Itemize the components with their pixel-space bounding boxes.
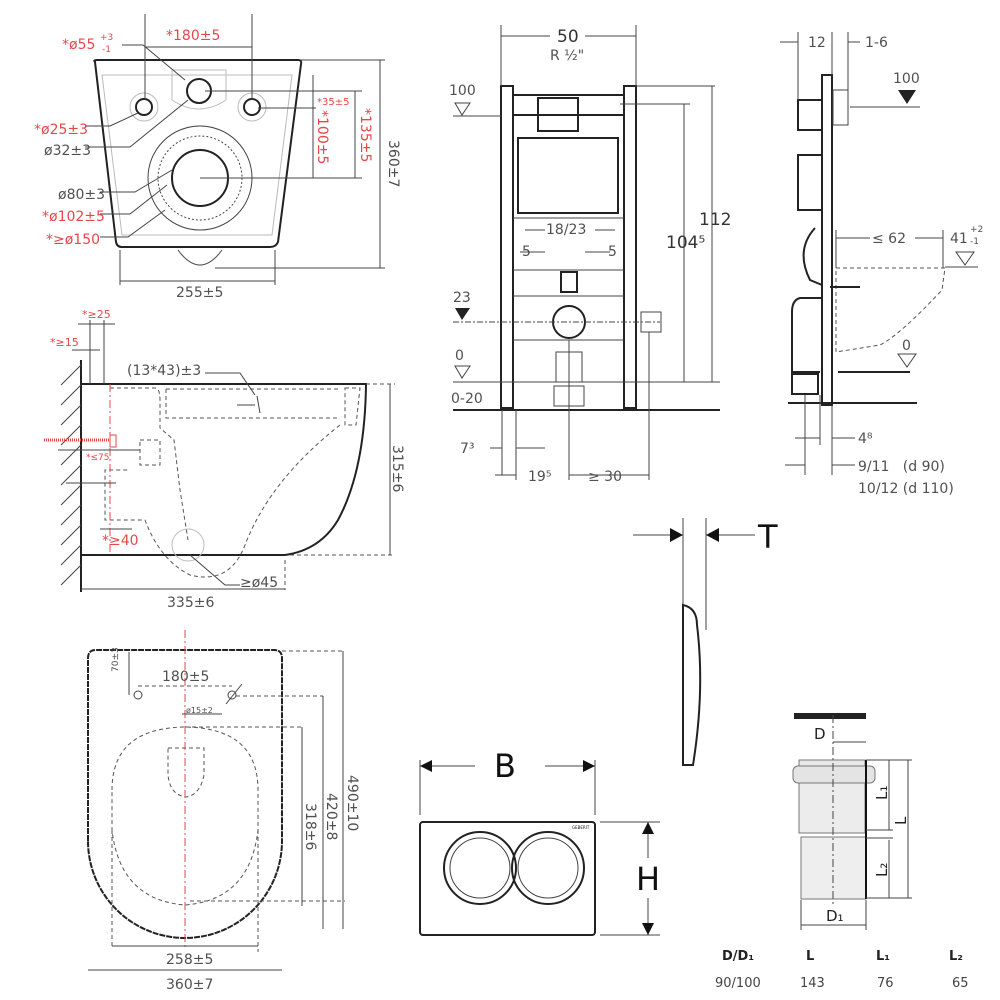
frame-side-drawing: 12 1-6 100 ≤ 62 41 +2 -1 0 4⁸ 9/11 (d 90… bbox=[780, 32, 983, 497]
side-view-drawing: *≥25 *≥15 (13*43)±3 *≤75 *≥40 ≥ø45 335±6… bbox=[44, 308, 405, 611]
dim-span-180: *180±5 bbox=[166, 28, 220, 44]
level-100: 100 bbox=[449, 83, 476, 99]
flush-button-left bbox=[443, 831, 517, 905]
level-0: 0 bbox=[455, 348, 464, 364]
table-header: L₁ bbox=[876, 949, 890, 964]
dim-4-8: 4⁸ bbox=[858, 431, 873, 447]
flush-button-right bbox=[511, 831, 585, 905]
table-header: D/D₁ bbox=[722, 949, 754, 964]
top-view-drawing: 70±3 180±5 ø15±2 318±6 420±8 490±10 258±… bbox=[87, 630, 360, 993]
table-cell: 65 bbox=[952, 976, 969, 991]
plate-front bbox=[419, 821, 596, 936]
brand-logo: GEBERIT bbox=[572, 825, 590, 830]
plate-front-drawing: B H GEBERIT bbox=[419, 747, 660, 936]
level-0-side: 0 bbox=[902, 338, 911, 354]
dim-top-360: 360±7 bbox=[166, 977, 213, 993]
dim-ge30: ≥ 30 bbox=[588, 469, 622, 485]
dim-d55-tol-plus: +3 bbox=[100, 33, 113, 43]
dim-1-6: 1-6 bbox=[865, 35, 888, 51]
dim-ge15: *≥15 bbox=[50, 336, 79, 349]
dim-360: 360±7 bbox=[385, 140, 401, 187]
dim-d150: *≥ø150 bbox=[46, 232, 100, 248]
dim-d55: *ø55 bbox=[62, 37, 95, 53]
label-d1: D₁ bbox=[826, 907, 844, 925]
table-cell: 90/100 bbox=[715, 976, 761, 991]
frame-profile bbox=[821, 74, 833, 406]
dim-5-right: 5 bbox=[608, 244, 617, 260]
dim-slot: (13*43)±3 bbox=[127, 363, 201, 379]
dim-41-tol-minus: -1 bbox=[970, 237, 979, 247]
dim-318: 318±6 bbox=[302, 803, 318, 850]
dim-d80: ø80±3 bbox=[58, 187, 105, 203]
label-l2: L₂ bbox=[873, 863, 891, 877]
label-d: D bbox=[814, 725, 826, 743]
label-thread: R ½" bbox=[550, 48, 584, 64]
cistern bbox=[517, 137, 619, 214]
dim-41-tol-plus: +2 bbox=[970, 225, 983, 235]
dim-7-3: 7³ bbox=[460, 441, 475, 457]
dim-41: 41 bbox=[950, 231, 968, 247]
dim-ge40: *≥40 bbox=[102, 533, 139, 549]
dim-255: 255±5 bbox=[176, 285, 223, 301]
dim-le75: *≤75 bbox=[86, 453, 110, 463]
label-l: L bbox=[892, 816, 910, 825]
dim-19-5: 19⁵ bbox=[528, 469, 551, 485]
pipe-drawing: D L₁ L L₂ D₁ bbox=[792, 713, 912, 930]
bowl-side-outline bbox=[81, 383, 368, 556]
bottom-view-drawing: *ø55 +3 -1 *180±5 *ø25±3 ø32±3 ø80±3 *ø1… bbox=[34, 14, 401, 301]
dim-d25: *ø25±3 bbox=[34, 122, 88, 138]
plate-side-profile bbox=[682, 603, 702, 766]
dim-d55-tol-minus: -1 bbox=[102, 45, 111, 55]
level-100-side: 100 bbox=[893, 71, 920, 87]
dim-ge45: ≥ø45 bbox=[240, 575, 278, 591]
dim-12: 12 bbox=[808, 35, 826, 51]
plate-profile-drawing: T bbox=[633, 518, 778, 766]
dim-420: 420±8 bbox=[323, 793, 339, 840]
dim-104-5: 104⁵ bbox=[666, 233, 705, 253]
actuator-plate bbox=[537, 97, 579, 132]
dim-490: 490±10 bbox=[344, 775, 360, 831]
table-cell: 143 bbox=[800, 976, 825, 991]
pipe-dimension-table: D/D₁ L L₁ L₂ 90/100 143 76 65 bbox=[715, 949, 969, 991]
dim-258: 258±5 bbox=[166, 952, 213, 968]
frame-leg-right bbox=[623, 85, 637, 409]
bowl-outline bbox=[93, 59, 303, 248]
dim-70: 70±3 bbox=[111, 647, 121, 672]
dim-135: *135±5 bbox=[357, 108, 373, 162]
dim-d15: ø15±2 bbox=[186, 706, 213, 715]
dim-35: *35±5 bbox=[317, 97, 349, 108]
label-height: H bbox=[636, 860, 660, 898]
table-cell: 76 bbox=[877, 976, 894, 991]
dim-112: 112 bbox=[699, 210, 731, 230]
table-header: L₂ bbox=[949, 949, 963, 964]
table-header: L bbox=[806, 949, 814, 964]
pipe-top-flange bbox=[794, 713, 866, 719]
fixing-hole-left bbox=[135, 98, 153, 116]
range-0-20: 0-20 bbox=[451, 391, 483, 407]
dim-10-12: 10/12 (d 110) bbox=[858, 481, 954, 497]
dim-d102: *ø102±5 bbox=[42, 209, 105, 225]
label-l1: L₁ bbox=[873, 786, 891, 800]
dim-ge25: *≥25 bbox=[82, 308, 111, 321]
label-thickness: T bbox=[757, 518, 778, 556]
fixing-hole-right bbox=[243, 98, 261, 116]
level-23: 23 bbox=[453, 290, 471, 306]
frame-front-drawing: 50 R ½" 100 112 104⁵ 18/23 5 5 23 0 0-20… bbox=[449, 25, 731, 485]
label-width: B bbox=[494, 747, 516, 785]
dim-5-left: 5 bbox=[522, 244, 531, 260]
dim-top-180: 180±5 bbox=[162, 669, 209, 685]
dim-le62: ≤ 62 bbox=[872, 231, 906, 247]
dim-315: 315±6 bbox=[389, 445, 405, 492]
dim-9-11: 9/11 (d 90) bbox=[858, 459, 945, 475]
dim-d32: ø32±3 bbox=[44, 143, 91, 159]
frame-leg-left bbox=[500, 85, 514, 409]
dim-frame-width: 50 bbox=[557, 27, 579, 47]
dim-18-23: 18/23 bbox=[546, 222, 586, 238]
dim-100: *100±5 bbox=[314, 110, 330, 164]
dim-335: 335±6 bbox=[167, 595, 214, 611]
